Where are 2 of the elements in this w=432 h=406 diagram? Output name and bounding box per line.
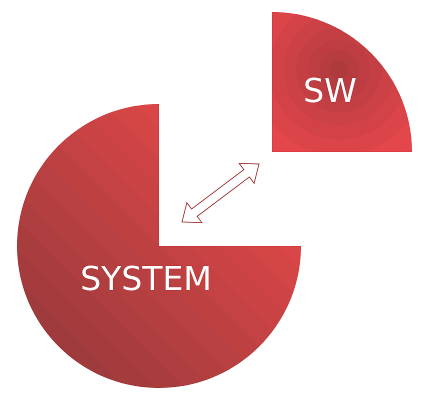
node-label: SW [305,78,356,102]
double-arrow [181,162,260,224]
